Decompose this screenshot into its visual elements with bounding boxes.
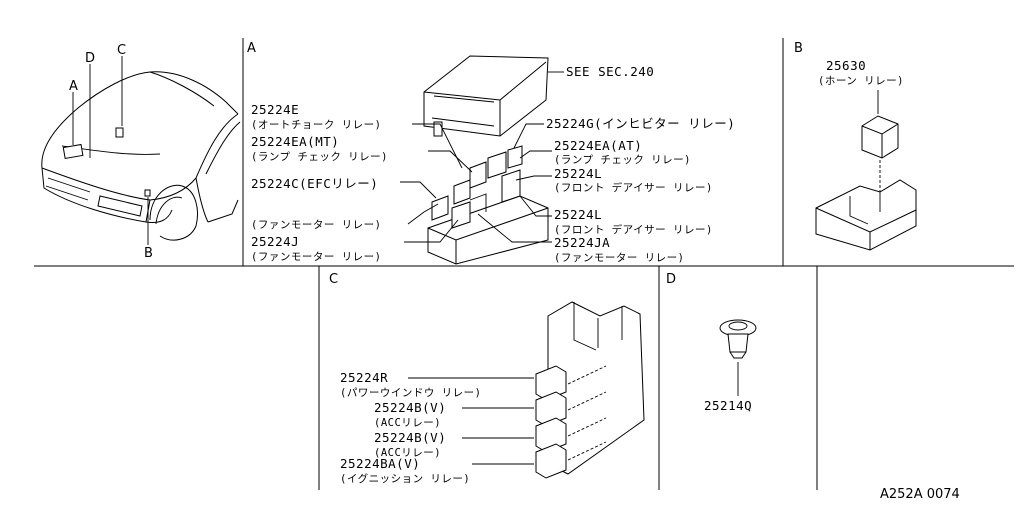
part-desc-fan-motor-relay: (ファンモーター リレー) xyxy=(251,219,381,231)
part-number-25224g-inhibitor-relay: 25224G(インヒビター リレー) xyxy=(546,116,735,131)
part-desc-fan-motor-relay-j: (ファンモーター リレー) xyxy=(251,251,381,263)
part-desc-acc-relay-b: (ACCリレー) xyxy=(374,447,441,459)
relay-box-cover: SEE SEC.240 xyxy=(423,55,654,137)
section-a-leaders xyxy=(400,123,552,243)
section-label-c: C xyxy=(329,272,338,287)
part-number-25224ja: 25224JA xyxy=(554,235,610,250)
part-desc-auto-choke-relay: (オートチョーク リレー) xyxy=(251,119,381,131)
car-callout-b: B xyxy=(144,246,153,261)
figure-reference: A252A 0074 xyxy=(880,487,960,502)
part-number-25224r: 25224R xyxy=(340,370,388,385)
part-number-25630: 25630 xyxy=(826,58,866,73)
section-label-b: B xyxy=(794,41,803,56)
part-number-25224l-a: 25224L xyxy=(554,166,602,181)
part-desc-power-window-relay: (パワーウインドウ リレー) xyxy=(340,387,481,399)
part-desc-lamp-check-relay-at: (ランプ チェック リレー) xyxy=(554,154,691,166)
part-desc-acc-relay-a: (ACCリレー) xyxy=(374,417,441,429)
part-number-25214q: 25214Q xyxy=(704,398,752,413)
part-desc-front-deicer-relay-b: (フロント デアイサー リレー) xyxy=(554,223,713,236)
part-number-25224l-b: 25224L xyxy=(554,207,602,222)
part-number-25224j: 25224J xyxy=(251,234,299,249)
section-a-diagram: SEE SEC.240 xyxy=(251,55,735,265)
section-b-diagram: 25630 (ホーン リレー) xyxy=(815,58,917,251)
part-number-25224e: 25224E xyxy=(251,102,299,117)
part-number-25224b-v-b: 25224B(V) xyxy=(374,430,446,445)
part-number-25224c-efc-relay: 25224C(EFCリレー) xyxy=(251,176,378,191)
part-number-25224ba-v: 25224BA(V) xyxy=(340,456,420,471)
section-label-d: D xyxy=(666,272,676,287)
car-illustration: A D C B xyxy=(41,43,241,261)
part-number-25224b-v-a: 25224B(V) xyxy=(374,400,446,415)
panel-dividers xyxy=(34,38,1014,490)
part-desc-horn-relay: (ホーン リレー) xyxy=(818,75,904,87)
car-callout-d: D xyxy=(85,51,95,66)
section-c-diagram: 25224R (パワーウインドウ リレー) 25224B(V) (ACCリレー)… xyxy=(340,301,645,485)
section-label-a: A xyxy=(247,41,256,56)
car-callout-c: C xyxy=(117,43,126,58)
part-number-25224ea-mt: 25224EA(MT) xyxy=(251,134,339,149)
part-number-25224ea-at: 25224EA(AT) xyxy=(554,138,642,153)
car-callout-a: A xyxy=(69,79,78,94)
part-desc-front-deicer-relay-a: (フロント デアイサー リレー) xyxy=(554,181,713,194)
part-desc-fan-motor-relay-ja: (ファンモーター リレー) xyxy=(554,252,684,264)
part-desc-lamp-check-relay-mt: (ランプ チェック リレー) xyxy=(251,151,388,163)
section-d-diagram: 25214Q xyxy=(704,319,757,413)
see-sec-240-label: SEE SEC.240 xyxy=(566,64,654,79)
relay-base xyxy=(427,145,549,265)
part-desc-ignition-relay: (イグニッション リレー) xyxy=(340,472,470,485)
